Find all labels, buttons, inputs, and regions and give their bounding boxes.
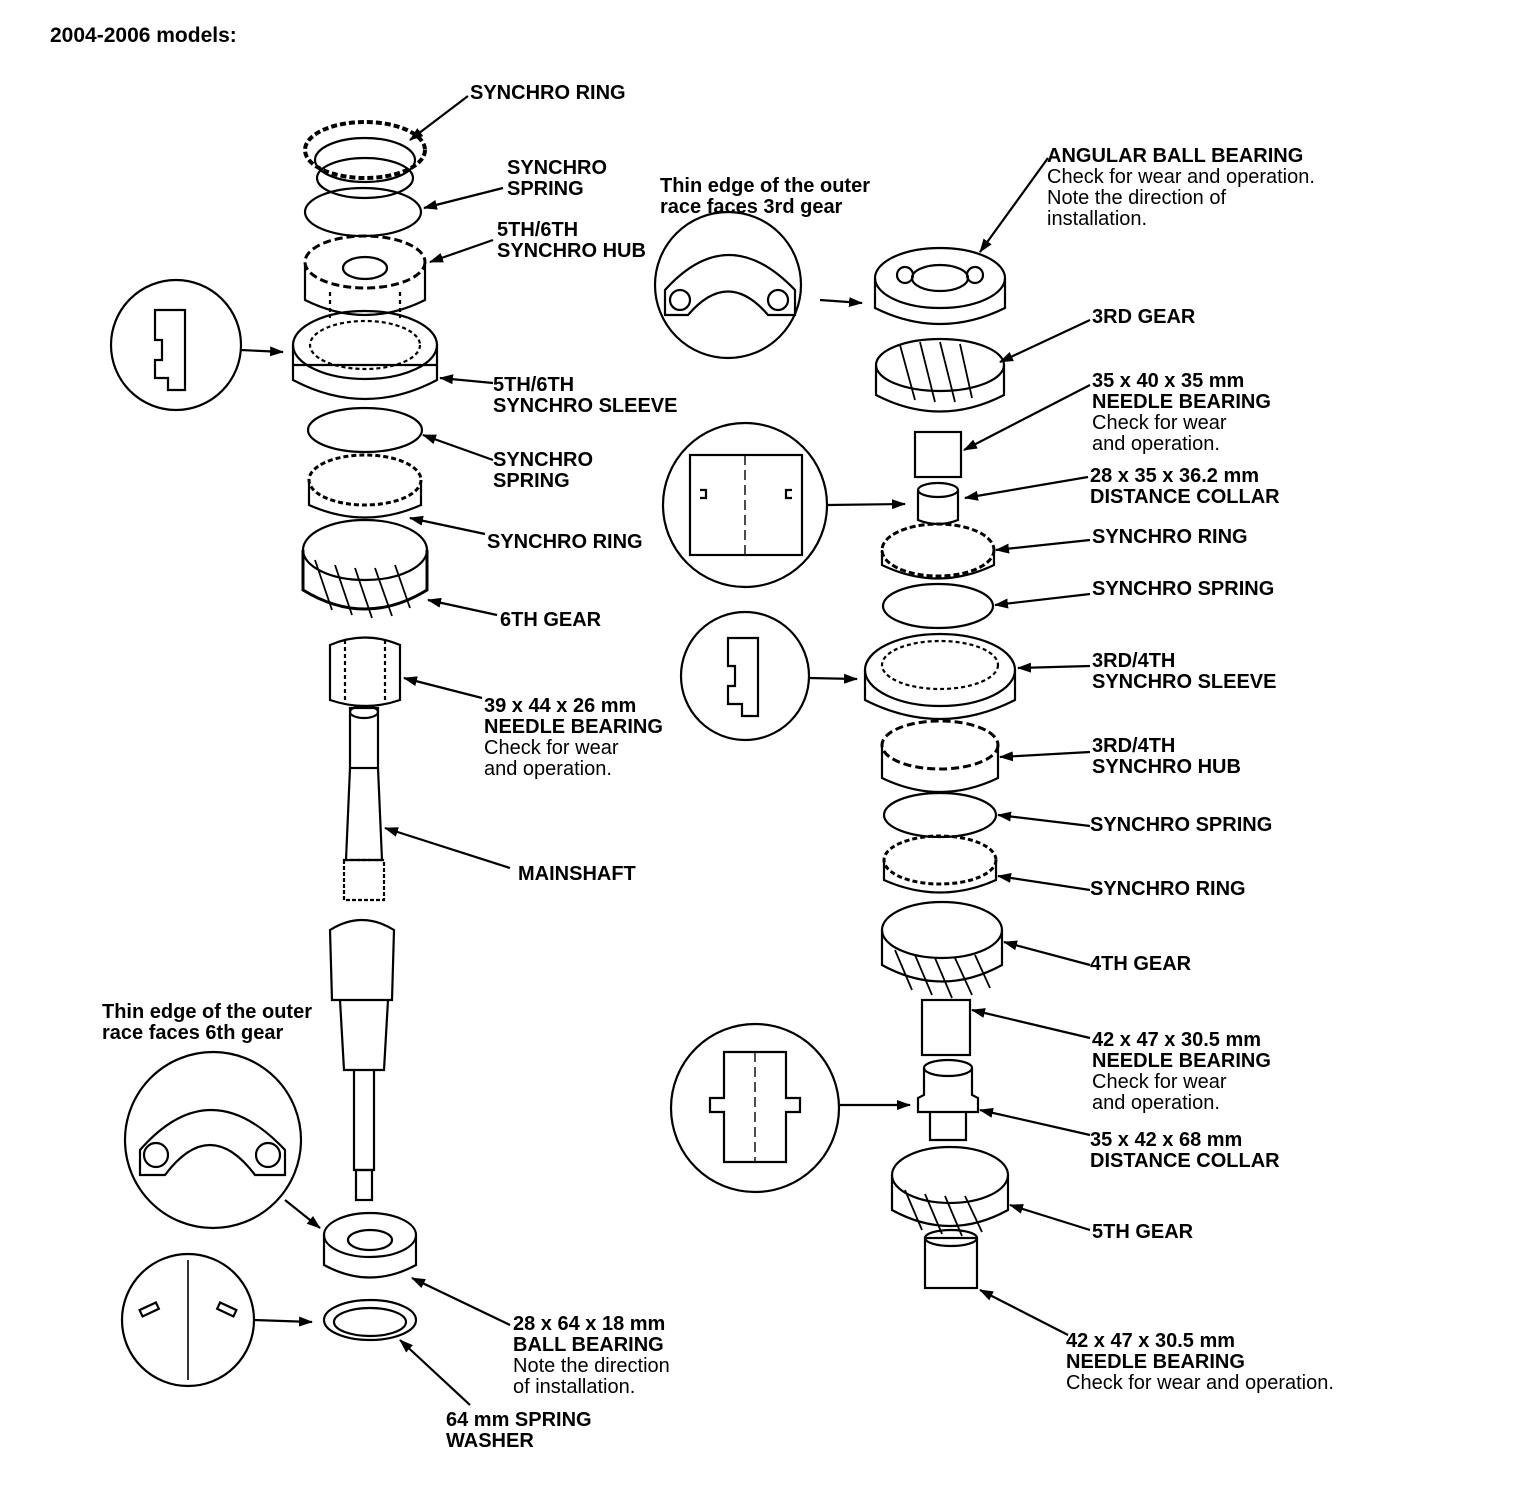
label-spring-washer: 64 mm SPRING WASHER [446, 1409, 592, 1452]
left-washer-detail-circle [120, 1252, 313, 1388]
right-3rd4th-hub-part [880, 719, 1000, 794]
left-ball-bearing-part [322, 1211, 418, 1279]
label-ball-bearing: 28 x 64 x 18 mm BALL BEARING Note the di… [513, 1313, 670, 1398]
label-synchro-ring-r1: SYNCHRO RING [1092, 526, 1248, 548]
label-5th-gear: 5TH GEAR [1092, 1221, 1194, 1243]
left-synchro-spring-top-part [303, 186, 423, 238]
label-needle-bearing-35: 35 x 40 x 35 mm NEEDLE BEARING Check for… [1092, 370, 1271, 455]
label-synchro-spring-r1: SYNCHRO SPRING [1092, 578, 1275, 600]
label-angular-ball-bearing: ANGULAR BALL BEARING Check for wear and … [1047, 145, 1315, 230]
left-needle-bearing-39-part [328, 636, 402, 708]
right-synchro-spring-2-part [882, 791, 998, 839]
label-synchro-spring-top: SYNCHRO SPRING [507, 157, 608, 200]
left-5th6th-sleeve-part [291, 309, 439, 400]
right-angular-bearing-part [873, 246, 1007, 326]
left-spring-washer-part [322, 1298, 418, 1342]
right-sleeve-detail-circle [679, 610, 858, 742]
label-6th-gear: 6TH GEAR [500, 609, 602, 631]
right-synchro-ring-2-part [882, 834, 998, 894]
left-synchro-ring-top-part [303, 120, 427, 200]
right-collar-35-detail-circle [669, 1022, 911, 1194]
right-needle-bearing-42a-part [920, 998, 972, 1057]
label-4th-gear: 4TH GEAR [1090, 953, 1192, 975]
label-5th6th-sleeve: 5TH/6TH SYNCHRO SLEEVE [493, 374, 678, 417]
left-synchro-ring-2-part [307, 453, 423, 519]
label-mainshaft: MAINSHAFT [518, 863, 636, 885]
page-title: 2004-2006 models: [50, 24, 237, 47]
right-3rd-gear-part [874, 337, 1006, 413]
right-needle-bearing-35-part [913, 430, 963, 479]
right-5th-gear-part [890, 1145, 1010, 1237]
right-synchro-ring-1-part [880, 522, 996, 580]
label-needle-bearing-39: 39 x 44 x 26 mm NEEDLE BEARING Check for… [484, 695, 663, 780]
label-distance-collar-28: 28 x 35 x 36.2 mm DISTANCE COLLAR [1090, 465, 1280, 508]
right-synchro-spring-1-part [881, 582, 995, 630]
label-3rd-gear: 3RD GEAR [1092, 306, 1196, 328]
left-5th6th-hub-part [303, 234, 427, 318]
right-distance-collar-35-part [916, 1058, 980, 1142]
label-3rd4th-hub: 3RD/4TH SYNCHRO HUB [1092, 735, 1241, 778]
label-5th6th-hub: 5TH/6TH SYNCHRO HUB [497, 219, 646, 262]
label-needle-bearing-42a: 42 x 47 x 30.5 mm NEEDLE BEARING Check f… [1092, 1029, 1271, 1114]
label-thin-edge-3rd: Thin edge of the outer race faces 3rd ge… [660, 175, 870, 218]
label-synchro-spring-r2: SYNCHRO SPRING [1090, 814, 1273, 836]
label-synchro-ring-top: SYNCHRO RING [470, 82, 626, 104]
label-synchro-ring-r2: SYNCHRO RING [1090, 878, 1246, 900]
right-4th-gear-part [880, 900, 1004, 999]
label-thin-edge-6th: Thin edge of the outer race faces 6th ge… [102, 1001, 312, 1044]
label-distance-collar-35: 35 x 42 x 68 mm DISTANCE COLLAR [1090, 1129, 1280, 1172]
right-needle-bearing-42b-part [923, 1228, 979, 1290]
right-bearing-race-detail-circle [653, 210, 863, 360]
left-6th-gear-part [301, 518, 429, 619]
label-synchro-ring-2: SYNCHRO RING [487, 531, 643, 553]
left-sleeve-detail-circle [109, 278, 284, 412]
left-bearing-race-detail-circle [123, 1050, 321, 1230]
label-needle-bearing-42b: 42 x 47 x 30.5 mm NEEDLE BEARING Check f… [1066, 1330, 1334, 1394]
left-synchro-spring-2-part [306, 406, 424, 454]
right-distance-collar-28-part [916, 481, 960, 526]
right-collar-28-detail-circle [661, 421, 906, 589]
right-3rd4th-sleeve-part [863, 632, 1017, 720]
label-synchro-spring-2: SYNCHRO SPRING [493, 449, 594, 492]
label-3rd4th-sleeve: 3RD/4TH SYNCHRO SLEEVE [1092, 650, 1277, 693]
left-mainshaft-part [328, 704, 396, 1202]
